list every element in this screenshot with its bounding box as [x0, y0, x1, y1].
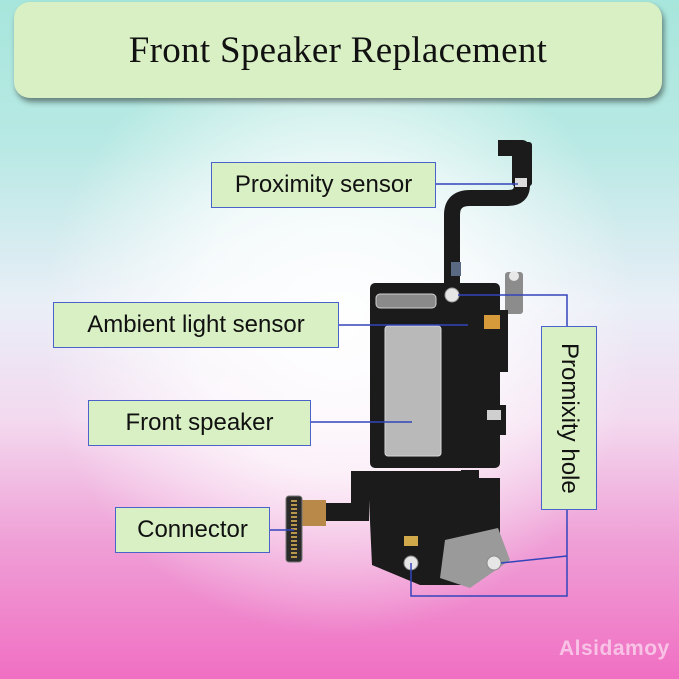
- proximity-sensor-chip: [515, 178, 527, 187]
- title-banner: Front Speaker Replacement: [14, 2, 662, 98]
- amber-pad: [484, 315, 500, 329]
- speaker-mesh: [384, 325, 442, 457]
- label-ambient-light-sensor: Ambient light sensor: [53, 302, 339, 348]
- label-front-speaker: Front speaker: [88, 400, 311, 446]
- flex-stiffener-gold: [300, 500, 326, 526]
- flex-cable-upper: [444, 140, 530, 296]
- proximity-hole-top: [444, 287, 460, 303]
- flex-chip: [451, 262, 461, 276]
- page-title: Front Speaker Replacement: [128, 29, 548, 71]
- proximity-hole-bottom: [486, 555, 502, 571]
- watermark: Alsidamoy: [559, 637, 670, 660]
- label-proximity-sensor: Proximity sensor: [211, 162, 436, 208]
- flex-cable-lower: [290, 470, 479, 521]
- proximity-sensor-tab: [512, 142, 532, 186]
- leader-hole-bottom: [410, 510, 568, 597]
- leader-hole-bottom-branch: [500, 555, 568, 564]
- ambient-light-window: [375, 293, 437, 309]
- metal-bracket: [505, 272, 523, 314]
- connector-bracket-window: [487, 410, 501, 420]
- label-promixity-hole: Promixity hole: [556, 342, 583, 494]
- leader-hole-top: [458, 294, 568, 326]
- label-connector: Connector: [115, 507, 270, 553]
- label-promixity-hole-box: Promixity hole: [541, 326, 597, 510]
- lower-bracket-plate: [440, 528, 510, 588]
- lower-gold-pad: [404, 536, 418, 546]
- bracket-screw-hole: [509, 271, 519, 281]
